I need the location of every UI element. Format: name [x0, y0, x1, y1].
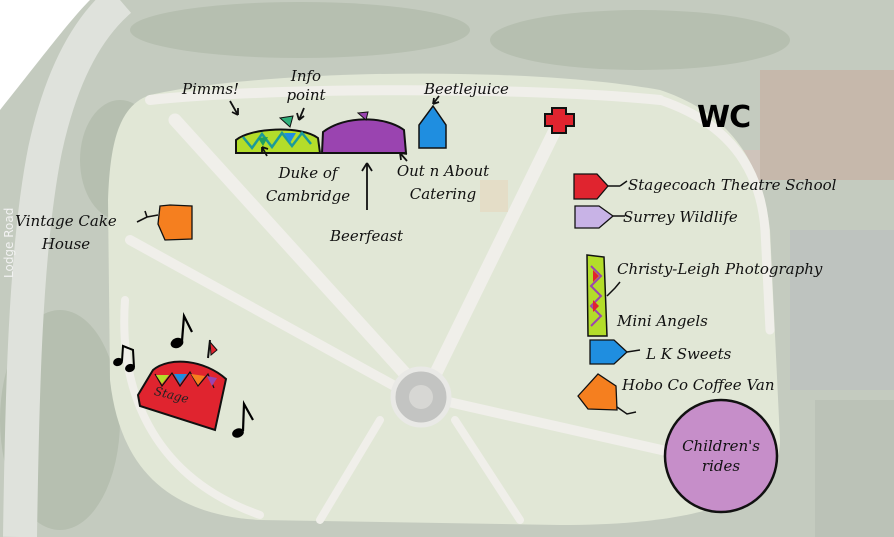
beetlejuice-arrow-icon	[432, 95, 440, 105]
label-info-line1: Info	[290, 67, 322, 85]
label-beerfeast: Beerfeast	[330, 227, 404, 245]
music-note-icon	[232, 400, 254, 438]
beetlejuice-tent-icon	[418, 104, 447, 149]
beerfeast-arrow-icon	[361, 162, 373, 210]
arrows	[229, 95, 440, 210]
info-arrow-icon	[296, 107, 305, 121]
label-stagecoach: Stagecoach Theatre School	[628, 176, 837, 194]
wc-label: WC	[697, 100, 751, 135]
outer-road	[3, 0, 132, 537]
label-duke-of-cambridge: Duke of Cambridge	[256, 162, 360, 207]
label-pimms: Pimms!	[182, 80, 240, 98]
first-aid-icon	[544, 107, 575, 134]
label-rides-line2: rides	[701, 457, 741, 476]
label-out-n-about: Out n About Catering	[386, 160, 500, 205]
label-outnabout-line2: Catering	[409, 184, 477, 203]
stagecoach-flag-icon	[573, 173, 628, 200]
outnabout-arrow-icon	[399, 152, 408, 162]
path-feature	[480, 180, 508, 212]
vintage-cake-flag-icon	[136, 204, 193, 241]
stage-tent-icon	[136, 339, 228, 432]
surrey-wildlife-flag-icon	[574, 205, 625, 229]
bandstand-roof	[409, 385, 433, 409]
beerfeast-tent-icon	[320, 111, 408, 154]
label-beetlejuice: Beetlejuice	[424, 80, 509, 98]
lk-sweets-flag-icon	[589, 339, 641, 365]
label-christy-leigh: Christy-Leigh Photography	[617, 260, 823, 278]
label-mini-angels: Mini Angels	[617, 312, 708, 330]
label-vintage-line1: Vintage Cake	[15, 212, 117, 230]
label-vintage-cake-house: Vintage Cake House	[2, 210, 130, 257]
pimms-arrow-icon	[229, 100, 239, 116]
label-childrens-rides: Children's rides	[664, 436, 778, 477]
label-rides-line1: Children's	[682, 437, 760, 455]
label-vintage-line2: House	[41, 235, 91, 254]
music-note-icon	[170, 311, 193, 349]
christy-leigh-flag-icon	[586, 254, 621, 337]
label-duke-line2: Cambridge	[265, 186, 351, 205]
label-hobo-coffee: Hobo Co Coffee Van	[622, 376, 775, 394]
label-surrey-wildlife: Surrey Wildlife	[623, 208, 738, 226]
hobo-coffee-flag-icon	[577, 373, 637, 415]
childrens-rides-area	[663, 398, 779, 514]
buildings	[650, 70, 894, 537]
label-outnabout-line1: Out n About	[396, 162, 490, 180]
label-duke-line1: Duke of	[278, 164, 338, 182]
label-info-line2: point	[286, 85, 326, 104]
label-info-point: Info point	[280, 67, 332, 105]
music-note-icon	[113, 344, 135, 373]
label-lk-sweets: L K Sweets	[646, 345, 732, 363]
info-tent-icon	[235, 115, 322, 154]
paths	[120, 85, 775, 524]
duke-arrow-icon	[261, 146, 269, 157]
